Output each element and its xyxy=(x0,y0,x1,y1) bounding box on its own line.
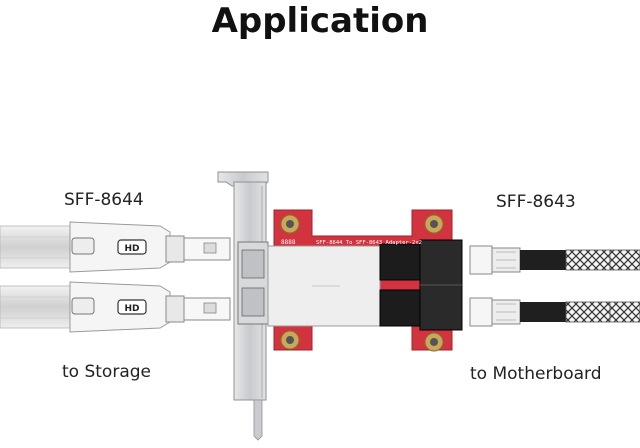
to-storage-caption: to Storage xyxy=(62,362,151,382)
page-title: Application xyxy=(211,1,429,41)
hd-badge-top: HD xyxy=(124,244,139,254)
sff-8644-cable-top xyxy=(0,221,231,273)
sff-8643-cable-bottom xyxy=(469,297,640,327)
hd-badge-bottom: HD xyxy=(124,304,139,314)
sff-8643-label: SFF-8643 xyxy=(496,192,576,212)
sff-8644-cable-bottom xyxy=(0,281,231,333)
to-motherboard-caption: to Motherboard xyxy=(470,364,602,384)
pci-bracket xyxy=(217,171,269,441)
pcb-silkscreen-text: SFF-8644 To SFF-8643 Adapter-2x2 xyxy=(316,240,422,246)
sff-8643-cable-top xyxy=(469,245,640,275)
sff-8644-label: SFF-8644 xyxy=(64,190,144,210)
adapter-pcb xyxy=(267,209,463,352)
pcb-code-text: 8888 xyxy=(281,239,296,246)
